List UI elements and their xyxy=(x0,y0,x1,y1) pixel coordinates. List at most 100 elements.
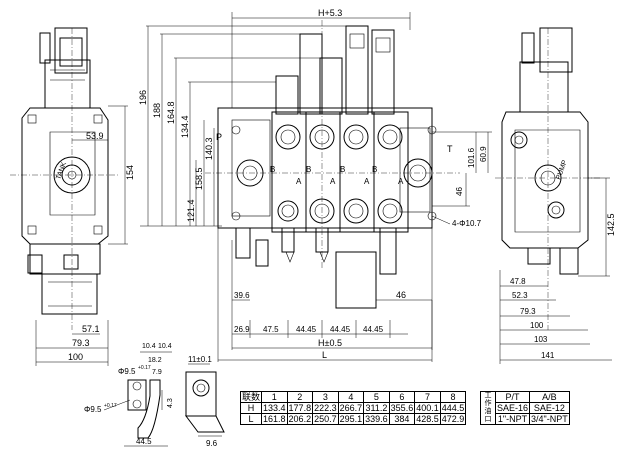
dim-39-6: 39.6 xyxy=(234,291,250,300)
table-header-cell: P/T xyxy=(494,391,531,403)
table-cell: 400.1 xyxy=(414,402,441,414)
dim-44-45: 44.45 xyxy=(296,325,317,334)
ports-table: 工作油口 P/T A/B SAE-16 SAE-12 1"-NPT 3/4"-N… xyxy=(480,391,570,425)
dim-26-9: 26.9 xyxy=(234,325,250,334)
dim-79-3: 79.3 xyxy=(72,338,90,348)
dim-140-3: 140.3 xyxy=(204,137,214,160)
dia-bottom-tol: +0.17 xyxy=(104,403,117,409)
table-cell: 472.9 xyxy=(439,413,467,425)
dim-52-3: 52.3 xyxy=(512,291,528,300)
dim-9-6: 9.6 xyxy=(206,439,218,448)
front-view: P T B B B B A A A A H+5.3 xyxy=(138,8,492,362)
table-row: 工作油口 P/T A/B xyxy=(480,391,570,425)
pump-side-text: PUMP xyxy=(555,159,569,181)
table-cell: 222.3 xyxy=(312,402,339,414)
table-row: 1"-NPT 3/4"-NPT xyxy=(481,413,570,425)
table-cell: SAE-12 xyxy=(529,402,570,414)
table-header-cell: 6 xyxy=(388,391,416,403)
table-cell: 250.7 xyxy=(312,413,339,425)
table-cell: 428.5 xyxy=(414,413,441,425)
table-cell: 206.2 xyxy=(286,413,314,425)
dim-79-3-right: 79.3 xyxy=(520,307,536,316)
port-a-label: A xyxy=(330,177,336,186)
table-row: L 161.8 206.2 250.7 295.1 339.6 384 428.… xyxy=(239,413,467,425)
table-cell: 311.2 xyxy=(363,402,390,414)
dim-134-4: 134.4 xyxy=(180,115,190,138)
dim-10-4: 10.4 xyxy=(158,343,172,350)
table-header-cell: A/B xyxy=(529,391,570,403)
port-b-label: B xyxy=(372,165,377,174)
dim-103: 103 xyxy=(534,335,548,344)
table-cell: 384 xyxy=(388,413,416,425)
dim-h-plus-5-3: H+5.3 xyxy=(318,8,342,18)
dim-44-45: 44.45 xyxy=(363,325,384,334)
dim-57-1: 57.1 xyxy=(82,324,100,334)
dim-46-bottom: 46 xyxy=(396,290,406,300)
dim-100-right: 100 xyxy=(530,321,544,330)
dia-top-tol: +0.17 xyxy=(138,365,151,371)
right-side-view: PUMP 142.5 47.8 52.3 79.3 100 103 141 xyxy=(495,27,616,364)
table-cell: 1"-NPT xyxy=(494,413,531,425)
port-t-label: T xyxy=(447,144,453,154)
hole-label: 4-Φ10.7 xyxy=(452,219,482,228)
dim-141: 141 xyxy=(541,351,555,360)
table-header-cell: 2 xyxy=(286,391,314,403)
dim-l: L xyxy=(322,350,327,360)
port-a-label: A xyxy=(296,177,302,186)
table-cell: 339.6 xyxy=(363,413,390,425)
dim-44-5: 44.5 xyxy=(136,437,152,446)
handle-detail: 10.4 10.4 18.2 7.9 4.3 Φ9.5 +0.17 Φ9.5 +… xyxy=(84,343,174,447)
dim-10-4: 10.4 xyxy=(142,343,156,350)
dim-44-45: 44.45 xyxy=(330,325,351,334)
dim-46-vertical: 46 xyxy=(455,187,464,196)
dim-164-8: 164.8 xyxy=(166,101,176,124)
dim-18-2: 18.2 xyxy=(148,357,162,364)
dim-121-4: 121.4 xyxy=(186,199,196,222)
table-cell: 3/4"-NPT xyxy=(529,413,570,425)
dim-53-9: 53.9 xyxy=(86,131,104,141)
dim-188: 188 xyxy=(152,103,162,118)
dim-158-5: 158.5 xyxy=(194,167,204,190)
dim-154: 154 xyxy=(125,165,135,180)
table-cell: 295.1 xyxy=(337,413,365,425)
table-header-cell: 1 xyxy=(261,391,288,403)
dim-47-5: 47.5 xyxy=(263,325,279,334)
dim-196: 196 xyxy=(138,90,148,105)
sections-table: 联数 1 2 3 4 5 6 7 8 H 133.4 177.8 222.3 2… xyxy=(239,391,467,425)
table-cell: 444.5 xyxy=(439,402,467,414)
port-a-label: A xyxy=(364,177,370,186)
dim-47-8: 47.8 xyxy=(510,277,526,286)
dim-7-9: 7.9 xyxy=(152,369,162,376)
table-cell: 133.4 xyxy=(261,402,288,414)
table-cell: 355.6 xyxy=(388,402,416,414)
table-header-cell: 4 xyxy=(337,391,365,403)
dia-top: Φ9.5 xyxy=(118,367,136,376)
table-cell: H xyxy=(239,402,263,414)
table-cell: 266.7 xyxy=(337,402,365,414)
dim-4-3: 4.3 xyxy=(167,398,174,408)
dim-60-9: 60.9 xyxy=(479,146,488,162)
table-cell: SAE-16 xyxy=(494,402,531,414)
table-row: SAE-16 SAE-12 xyxy=(481,402,570,414)
dim-h-tol: H±0.5 xyxy=(318,338,342,348)
dim-11: 11±0.1 xyxy=(188,355,212,364)
dim-100: 100 xyxy=(68,352,83,362)
table-header-cell: 8 xyxy=(439,391,467,403)
table-cell: L xyxy=(239,413,263,425)
table-row: H 133.4 177.8 222.3 266.7 311.2 355.6 40… xyxy=(239,402,467,414)
table-header-cell: 7 xyxy=(414,391,441,403)
table-cell: 161.8 xyxy=(261,413,288,425)
port-p-label: P xyxy=(216,132,222,142)
port-b-label: B xyxy=(306,165,311,174)
dia-bottom: Φ9.5 xyxy=(84,405,102,414)
table-cell: 177.8 xyxy=(286,402,314,414)
ports-label-cell: 工作油口 xyxy=(480,391,496,425)
lever-detail: 11±0.1 9.6 xyxy=(185,355,225,448)
dim-101-6: 101.6 xyxy=(467,147,476,168)
dim-142-5: 142.5 xyxy=(606,213,616,236)
left-side-view: TANK 53.9 154 57.1 79.3 100 xyxy=(10,27,135,366)
port-b-label: B xyxy=(340,165,345,174)
table-header-cell: 联数 xyxy=(239,391,263,403)
table-header-cell: 5 xyxy=(363,391,390,403)
